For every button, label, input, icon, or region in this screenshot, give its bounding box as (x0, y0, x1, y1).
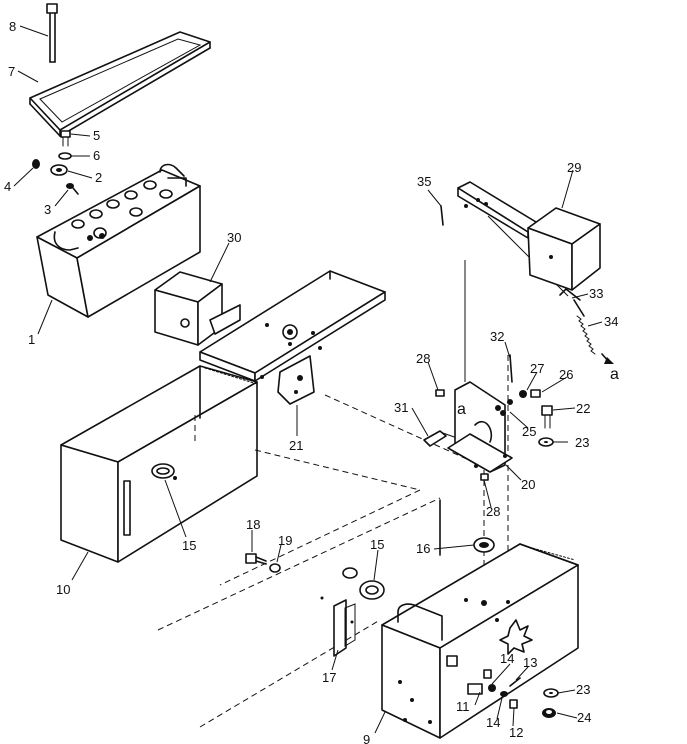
relay-mount-bracket-part (423, 354, 554, 481)
callout-23-upper: 23 (575, 435, 589, 450)
callout-8: 8 (9, 19, 16, 34)
callout-23-lower: 23 (576, 682, 590, 697)
callout-leader-lines (13, 25, 603, 734)
callout-13: 13 (523, 655, 537, 670)
nut-washer-group (542, 688, 559, 718)
callout-34: 34 (604, 314, 618, 329)
battery-part (36, 163, 201, 318)
callout-31: 31 (394, 400, 408, 415)
left-battery-box-part (60, 365, 258, 563)
callout-22: 22 (576, 401, 590, 416)
callout-2: 2 (95, 170, 102, 185)
callout-26: 26 (559, 367, 573, 382)
relay-box-part (154, 271, 241, 346)
callout-3: 3 (44, 202, 51, 217)
callout-11: 11 (456, 699, 470, 714)
callout-33: 33 (589, 286, 603, 301)
callout-28-lower: 28 (486, 504, 500, 519)
callout-10: 10 (56, 582, 70, 597)
side-fasteners-group (245, 553, 356, 657)
callout-14-upper: 14 (500, 651, 514, 666)
callout-1: 1 (28, 332, 35, 347)
callout-9: 9 (363, 732, 370, 744)
grommet-parts (342, 537, 495, 600)
callout-15-right: 15 (370, 537, 384, 552)
callout-21: 21 (289, 438, 303, 453)
callout-5: 5 (93, 128, 100, 143)
callout-4: 4 (4, 179, 11, 194)
reference-mark-a-arrow: a (610, 366, 619, 383)
callout-19: 19 (278, 533, 292, 548)
battery-cover-frame-part (29, 31, 211, 137)
mounting-tray-part (199, 270, 386, 405)
callout-14-lower: 14 (486, 715, 500, 730)
callout-12: 12 (509, 725, 523, 740)
callout-6: 6 (93, 148, 100, 163)
right-battery-box-part (381, 499, 579, 739)
callout-28-upper: 28 (416, 351, 430, 366)
callout-29: 29 (567, 160, 581, 175)
callout-18: 18 (246, 517, 260, 532)
callout-15-left: 15 (182, 538, 196, 553)
callout-16: 16 (416, 541, 430, 556)
callout-17: 17 (322, 670, 336, 685)
terminal-fasteners-group (32, 130, 79, 195)
cable-and-spring-part (559, 288, 614, 364)
callout-32: 32 (490, 329, 504, 344)
callout-7: 7 (8, 64, 15, 79)
long-bolt-part (46, 3, 58, 63)
callout-20: 20 (521, 477, 535, 492)
reference-mark-a-bracket: a (457, 401, 466, 418)
callout-25: 25 (522, 424, 536, 439)
upper-relay-bracket-part (440, 181, 537, 239)
reference-marks: a a (457, 366, 619, 418)
upper-relay-box-part (527, 207, 601, 291)
callout-labels: 8 7 5 6 2 4 3 1 30 21 15 10 18 19 15 16 … (4, 19, 618, 744)
callout-30: 30 (227, 230, 241, 245)
callout-35: 35 (417, 174, 431, 189)
callout-27: 27 (530, 361, 544, 376)
callout-24: 24 (577, 710, 591, 725)
